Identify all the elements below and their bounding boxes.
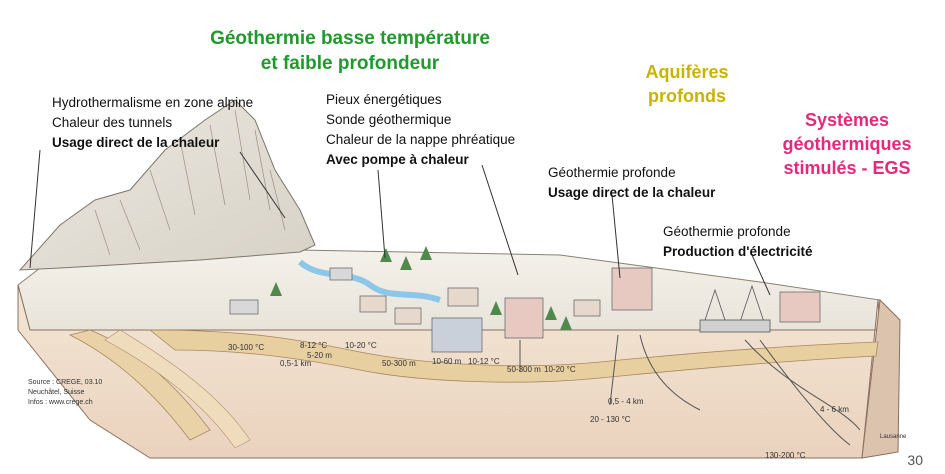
label-deep-direct: Géothermie profonde Usage direct de la c… (548, 163, 715, 203)
ann-temp-8-12: 8-12 °C (300, 341, 327, 350)
label-heatpump-line-1: Pieux énergétiques (326, 92, 442, 107)
page-number: 30 (907, 452, 923, 468)
ann-depth-05-1: 0,5-1 km (280, 359, 311, 368)
ann-depth-50-300: 50-300 m (382, 359, 416, 368)
label-heatpump: Pieux énergétiques Sonde géothermique Ch… (326, 90, 515, 170)
label-alpine-line-2: Chaleur des tunnels (52, 115, 173, 130)
label-deep-power: Géothermie profonde Production d'électri… (663, 222, 813, 262)
boreholes (519, 334, 861, 446)
label-alpine-line-3: Usage direct de la chaleur (52, 133, 253, 153)
title-deep-aquifers: Aquifères profonds (632, 60, 742, 108)
title-egs-line-3: stimulés - EGS (783, 158, 911, 178)
label-deep-power-bold: Production d'électricité (663, 244, 813, 259)
power-plant (699, 284, 771, 333)
label-heatpump-line-3: Chaleur de la nappe phréatique (326, 132, 516, 147)
label-alpine: Hydrothermalisme en zone alpine Chaleur … (52, 93, 253, 153)
title-egs: Systèmes géothermiques stimulés - EGS (762, 108, 932, 180)
title-egs-line-2: géothermiques (782, 134, 912, 154)
label-heatpump-bold: Avec pompe à chaleur (326, 152, 469, 167)
alpine-mountain (18, 99, 316, 271)
label-alpine-line-1: Hydrothermalisme en zone alpine (52, 95, 254, 110)
label-deep-direct-line-2: Usage direct de la chaleur (548, 183, 715, 203)
title-low-temperature-line-2: et faible profondeur (260, 53, 440, 74)
label-deep-direct-line-1: Géothermie profonde (548, 165, 676, 180)
source-line-3: Infos : www.crege.ch (28, 399, 93, 406)
ann-temp-10-20b: 10-20 °C (544, 365, 576, 374)
source-line-1: Source : CREGE, 03.10 (28, 379, 102, 386)
title-egs-line-1: Systèmes (804, 110, 890, 130)
ann-depth-05-4: 0,5 - 4 km (608, 397, 644, 406)
buildings (229, 267, 821, 353)
fold-layer (104, 329, 251, 449)
ann-temp-30-100: 30-100 °C (228, 343, 264, 352)
label-deep-power-line-1: Géothermie profonde (663, 224, 791, 239)
ann-temp-10-12: 10-12 °C (468, 357, 500, 366)
river (297, 259, 441, 303)
source-line-2: Neuchâtel, Suisse (28, 389, 85, 396)
label-heatpump-line-2: Sonde géothermique (326, 112, 452, 127)
title-deep-aquifers-line-1: Aquifères (645, 62, 729, 82)
label-deep-power-line-2: Production d'électricité (663, 242, 813, 262)
ann-temp-130-200: 130-200 °C (765, 451, 806, 460)
title-deep-aquifers-line-2: profonds (648, 86, 726, 106)
aquifer-layer (148, 329, 879, 383)
label-alpine-bold: Usage direct de la chaleur (52, 135, 220, 150)
ann-depth-4-6: 4 - 6 km (820, 405, 849, 414)
ann-depth-5-20: 5-20 m (307, 351, 332, 360)
ann-temp-20-130: 20 - 130 °C (590, 415, 631, 424)
side-face (861, 298, 901, 459)
label-deep-direct-bold: Usage direct de la chaleur (548, 185, 716, 200)
title-low-temperature-line-1: Géothermie basse température (210, 28, 490, 49)
ann-depth-10-60: 10-60 m (432, 357, 462, 366)
ann-temp-10-20a: 10-20 °C (345, 341, 377, 350)
ann-corner: Lausanne (880, 434, 907, 440)
ann-depth-50-300b: 50-300 m (507, 365, 541, 374)
pointer-lines (29, 149, 771, 296)
trees (270, 246, 572, 330)
title-low-temperature: Géothermie basse température et faible p… (180, 26, 520, 76)
label-heatpump-line-4: Avec pompe à chaleur (326, 150, 515, 170)
